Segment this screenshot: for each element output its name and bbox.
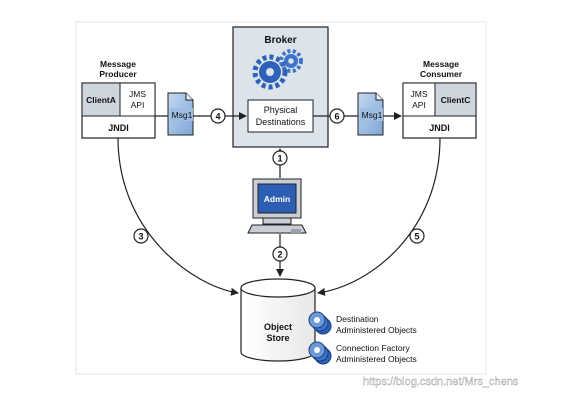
connection-factory-label-1: Connection Factory: [336, 343, 410, 353]
broker: Broker Physical Destinations: [232, 26, 329, 148]
svg-text:5: 5: [414, 232, 419, 242]
arrow-consumer-lookup: [317, 137, 441, 296]
svg-text:2: 2: [277, 250, 282, 260]
destination-objects-label-1: Destination: [336, 314, 379, 324]
producer-heading-1: Message: [100, 59, 136, 69]
gear-icon: [252, 49, 303, 90]
step-6-badge: 6: [329, 108, 345, 124]
svg-text:1: 1: [277, 154, 282, 164]
consumer-jndi-label: JNDI: [429, 123, 450, 133]
message-producer: Message Producer ClientA JMS API JNDI: [81, 59, 156, 139]
object-store-label-2: Store: [266, 333, 289, 343]
step-5-badge: 5: [409, 228, 425, 244]
message-consumer: Message Consumer JMS API ClientC JNDI: [402, 59, 477, 139]
svg-text:4: 4: [215, 112, 220, 122]
msg1-left-label: Msg1: [172, 110, 193, 120]
client-c-label: ClientC: [441, 95, 471, 105]
object-store-cylinder-icon: Object Store: [240, 278, 316, 362]
object-store-label-1: Object: [264, 322, 292, 332]
admin-label: Admin: [264, 194, 290, 204]
destination-objects-label-2: Administered Objects: [336, 325, 417, 335]
consumer-heading-2: Consumer: [420, 69, 463, 79]
connection-factory-objects-icon: [308, 341, 332, 365]
svg-text:6: 6: [334, 112, 339, 122]
physical-destinations-label-1: Physical: [264, 105, 298, 115]
svg-text:3: 3: [138, 232, 143, 242]
producer-heading-2: Producer: [99, 69, 137, 79]
msg1-right-label: Msg1: [362, 110, 383, 120]
watermark-text: https://blog.csdn.net/Mrs_chens: [363, 376, 519, 388]
connection-factory-label-2: Administered Objects: [336, 354, 417, 364]
step-1-badge: 1: [272, 150, 288, 166]
consumer-heading-1: Message: [423, 59, 459, 69]
producer-api-label: API: [131, 100, 145, 110]
producer-jms-api-box: [119, 82, 156, 117]
destination-objects-icon: [308, 311, 332, 335]
client-a-label: ClientA: [86, 95, 116, 105]
broker-title: Broker: [264, 35, 296, 46]
consumer-jms-label: JMS: [411, 89, 428, 99]
message-document-icon: Msg1: [357, 92, 384, 136]
consumer-jms-api-box: [402, 82, 436, 117]
message-document-icon: Msg1: [167, 92, 194, 136]
producer-jndi-label: JNDI: [108, 123, 129, 133]
step-3-badge: 3: [133, 228, 149, 244]
producer-jms-label: JMS: [129, 89, 146, 99]
arrow-producer-lookup: [117, 137, 239, 296]
physical-destinations-label-2: Destinations: [256, 117, 306, 127]
step-2-badge: 2: [272, 246, 288, 262]
step-4-badge: 4: [210, 108, 226, 124]
consumer-api-label: API: [412, 100, 426, 110]
admin-computer-icon: Admin: [247, 178, 307, 234]
